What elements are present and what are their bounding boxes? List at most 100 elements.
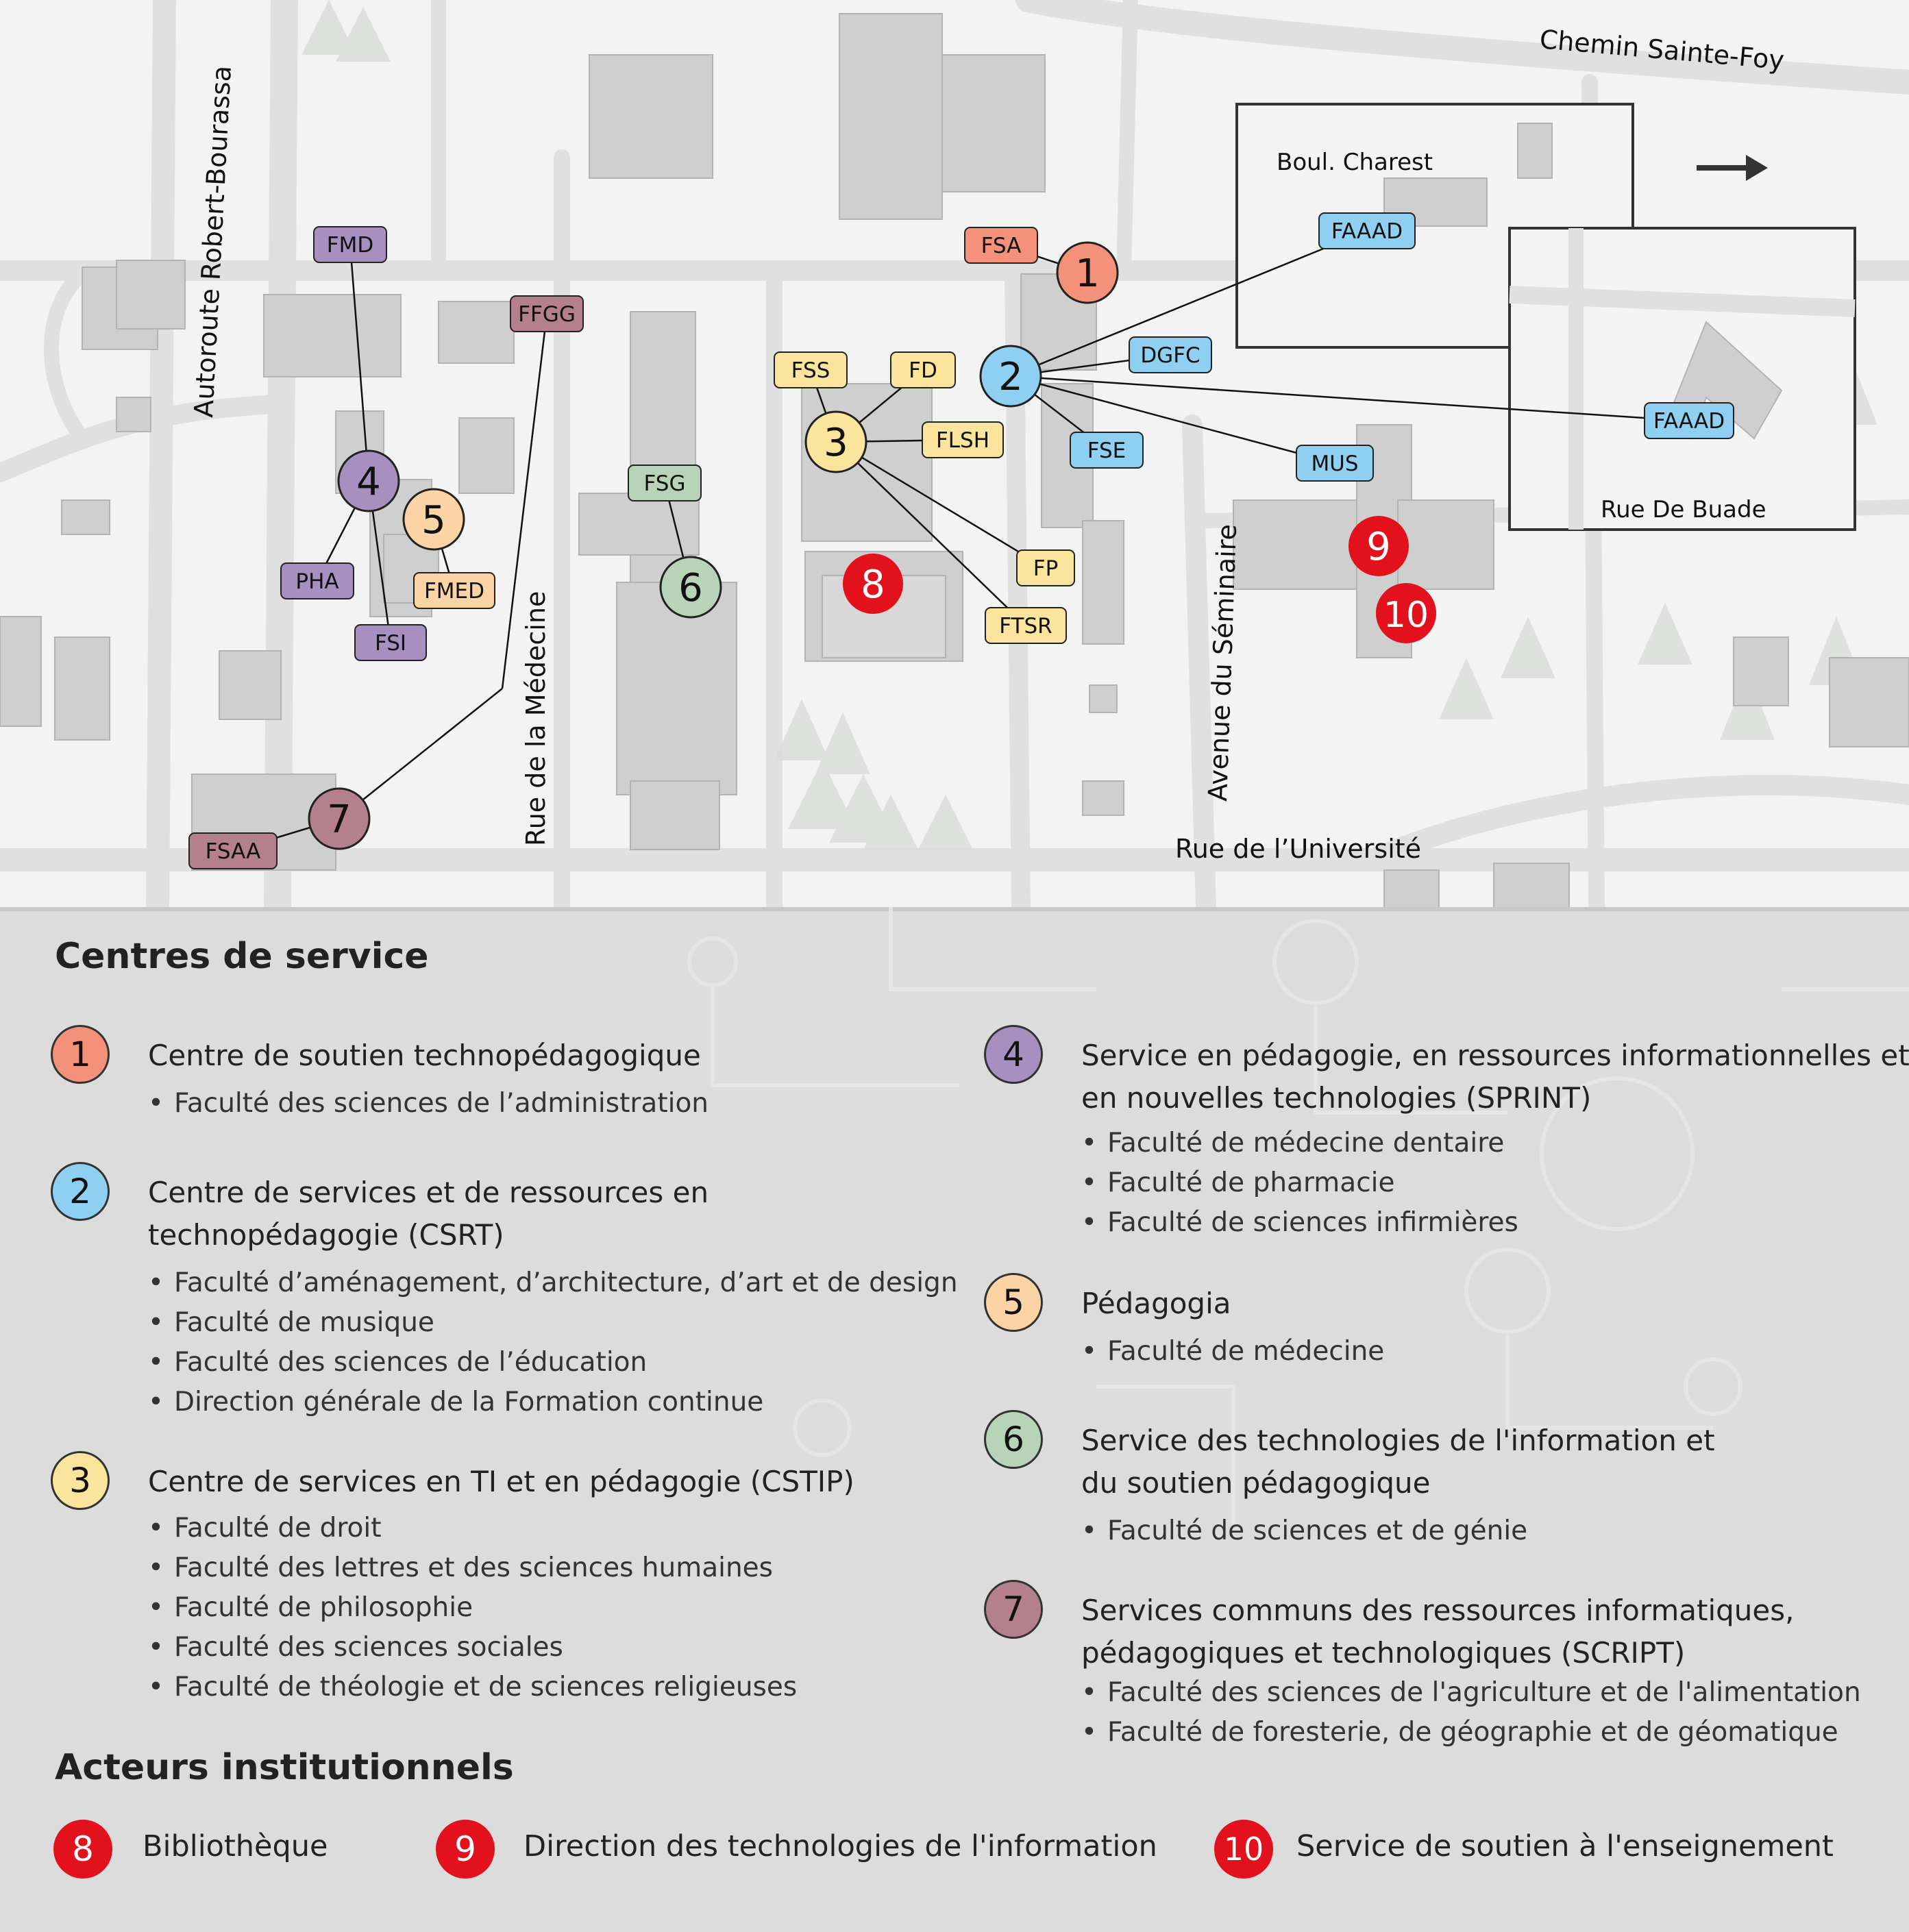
svg-text:FAAAD: FAAAD	[1331, 219, 1403, 244]
svg-text:FSAA: FSAA	[206, 839, 261, 864]
acteur-label-8: Bibliothèque	[143, 1829, 328, 1863]
map-labels: FMD FFGG PHA FSI FMED FSG FSAA FSS FD FL…	[188, 212, 1734, 869]
marker-2: 2	[979, 345, 1042, 408]
legend-title-3: Centre de services en TI et en pédagogie…	[148, 1465, 854, 1498]
label-faaad-charest: FAAAD	[1318, 212, 1416, 249]
label-fd: FD	[890, 351, 956, 388]
label-fmed: FMED	[413, 572, 495, 609]
legend-items-2: Faculté d’aménagement, d’architecture, d…	[148, 1263, 958, 1422]
street-rue-de-la-medecine: Rue de la Médecine	[521, 591, 551, 846]
campus-map: Boul. Charest Rue De Buade Chemin Sainte…	[0, 0, 1909, 907]
street-rue-de-l-universite: Rue de l’Université	[1175, 834, 1421, 864]
marker-4: 4	[337, 449, 400, 512]
legend-title-4: Service en pédagogie, en ressources info…	[1081, 1039, 1909, 1115]
map-markers: 1 2 3 4 5 6 7 8 9 10	[308, 241, 1436, 850]
list-item: Faculté de droit	[148, 1509, 797, 1548]
label-fsa: FSA	[964, 227, 1038, 264]
svg-text:1: 1	[1075, 251, 1100, 296]
list-item: Direction générale de la Formation conti…	[148, 1383, 958, 1422]
street-boul-charest: Boul. Charest	[1277, 149, 1433, 176]
label-fmd: FMD	[313, 226, 387, 263]
inset-rue-de-buade: Rue De Buade	[1508, 227, 1856, 531]
legend-items-1: Faculté des sciences de l’administration	[148, 1084, 709, 1124]
legend-items-5: Faculté de médecine	[1081, 1332, 1384, 1372]
svg-text:FSA: FSA	[981, 234, 1022, 258]
legend-items-7: Faculté des sciences de l'agriculture et…	[1081, 1673, 1861, 1753]
list-item: Faculté de philosophie	[148, 1588, 797, 1628]
svg-text:10: 10	[1383, 595, 1429, 636]
list-item: Faculté d’aménagement, d’architecture, d…	[148, 1263, 958, 1303]
legend-panel: Centres de service 1 Centre de soutien t…	[0, 907, 1909, 1932]
svg-text:4: 4	[356, 460, 381, 504]
label-fp: FP	[1016, 549, 1075, 586]
circuit-decoration	[0, 907, 1909, 1524]
legend-badge-4: 4	[984, 1025, 1043, 1084]
label-fsaa: FSAA	[188, 832, 278, 869]
svg-text:8: 8	[861, 562, 885, 607]
acteur-badge-9: 9	[436, 1820, 495, 1879]
svg-text:FTSR: FTSR	[999, 614, 1052, 639]
svg-text:DGFC: DGFC	[1140, 343, 1200, 368]
acteur-label-10: Service de soutien à l'enseignement	[1296, 1829, 1834, 1863]
legend-title-2: Centre de services et de ressources en t…	[148, 1176, 709, 1252]
svg-text:FMED: FMED	[424, 579, 484, 604]
svg-text:FSS: FSS	[791, 358, 830, 383]
legend-badge-5: 5	[984, 1273, 1043, 1332]
list-item: Faculté des sciences de l’éducation	[148, 1343, 958, 1383]
svg-text:MUS: MUS	[1311, 451, 1358, 476]
marker-10: 10	[1376, 583, 1436, 643]
svg-text:2: 2	[998, 355, 1023, 399]
svg-text:9: 9	[1366, 525, 1391, 569]
legend-badge-1: 1	[51, 1025, 110, 1084]
list-item: Faculté de musique	[148, 1303, 958, 1343]
svg-text:PHA: PHA	[295, 569, 338, 594]
label-mus: MUS	[1296, 445, 1374, 482]
heading-acteurs-institutionnels: Acteurs institutionnels	[55, 1747, 514, 1788]
svg-text:FAAAD: FAAAD	[1653, 409, 1725, 434]
marker-7: 7	[308, 787, 371, 850]
label-fsg: FSG	[628, 465, 702, 501]
label-dgfc: DGFC	[1129, 336, 1212, 373]
list-item: Faculté de médecine dentaire	[1081, 1124, 1518, 1163]
marker-9: 9	[1348, 516, 1409, 576]
heading-centres-de-service: Centres de service	[55, 936, 429, 977]
acteur-badge-10: 10	[1214, 1820, 1273, 1879]
svg-text:3: 3	[824, 421, 848, 465]
svg-text:FFGG: FFGG	[518, 302, 576, 327]
legend-items-3: Faculté de droit Faculté des lettres et …	[148, 1509, 797, 1707]
legend-badge-2: 2	[51, 1162, 110, 1221]
label-pha: PHA	[280, 562, 354, 599]
acteur-label-9: Direction des technologies de l'informat…	[524, 1829, 1157, 1863]
label-fss: FSS	[774, 351, 848, 388]
svg-text:FLSH: FLSH	[936, 428, 989, 453]
marker-3: 3	[804, 410, 867, 473]
marker-5: 5	[402, 488, 465, 551]
label-fsi: FSI	[354, 624, 427, 661]
list-item: Faculté de pharmacie	[1081, 1163, 1518, 1203]
legend-badge-7: 7	[984, 1580, 1043, 1639]
marker-6: 6	[659, 556, 722, 619]
legend-title-5: Pédagogia	[1081, 1287, 1231, 1320]
marker-1: 1	[1056, 241, 1119, 304]
list-item: Faculté de foresterie, de géographie et …	[1081, 1713, 1861, 1753]
legend-badge-3: 3	[51, 1451, 110, 1510]
list-item: Faculté de médecine	[1081, 1332, 1384, 1372]
svg-text:FSE: FSE	[1087, 438, 1126, 463]
svg-text:6: 6	[678, 566, 703, 610]
svg-text:FP: FP	[1033, 556, 1059, 581]
label-flsh: FLSH	[922, 421, 1004, 458]
svg-text:FSG: FSG	[644, 471, 686, 496]
acteur-badge-8: 8	[53, 1820, 112, 1879]
list-item: Faculté de sciences et de génie	[1081, 1511, 1527, 1551]
label-fse: FSE	[1070, 432, 1144, 469]
svg-text:FSI: FSI	[375, 631, 406, 656]
list-item: Faculté des sciences sociales	[148, 1628, 797, 1668]
list-item: Faculté de théologie et de sciences reli…	[148, 1668, 797, 1707]
svg-text:5: 5	[421, 498, 446, 543]
direction-arrow-icon	[1697, 155, 1768, 181]
street-rue-de-buade: Rue De Buade	[1601, 496, 1766, 523]
list-item: Faculté des sciences de l'agriculture et…	[1081, 1673, 1861, 1713]
svg-text:FD: FD	[909, 358, 937, 383]
list-item: Faculté de sciences infirmières	[1081, 1203, 1518, 1243]
